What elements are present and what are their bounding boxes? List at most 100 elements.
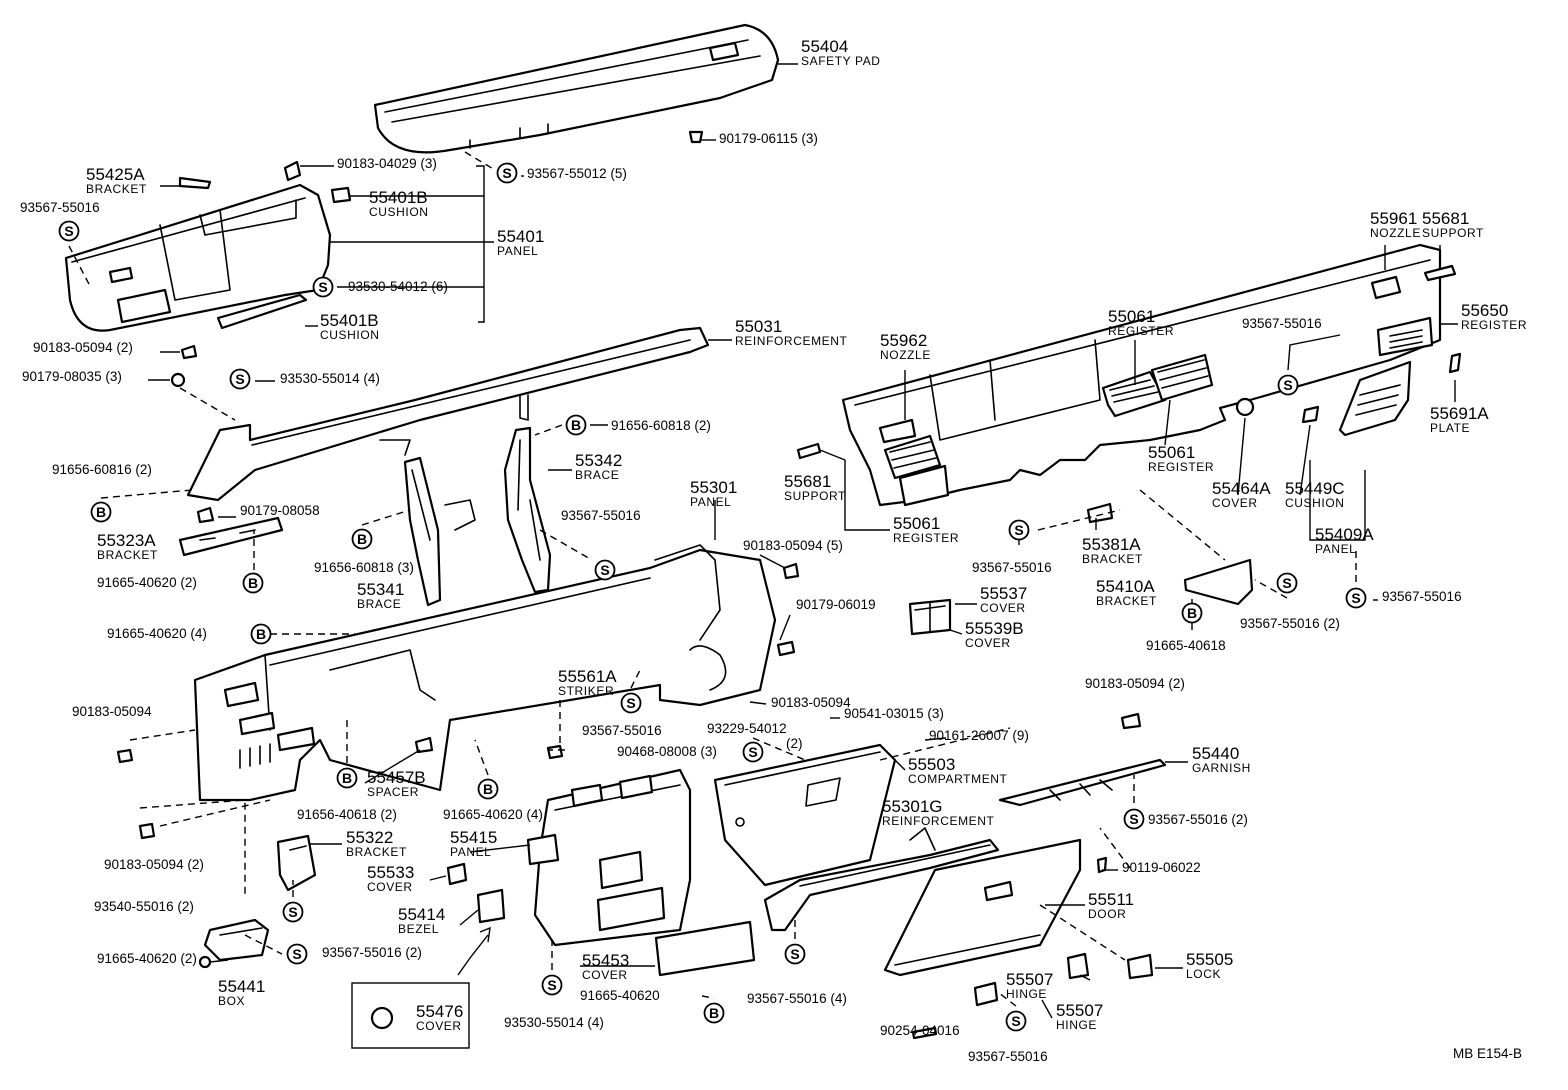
part-name: PANEL <box>450 845 491 859</box>
part-name: LOCK <box>1186 967 1221 981</box>
part-number: 55505 <box>1186 950 1233 969</box>
part-number: 55507 <box>1056 1001 1103 1020</box>
fastener-f9353054012: 93530-54012 (6) <box>348 279 448 294</box>
part-number: 55650 <box>1461 301 1508 320</box>
fastener-f9165660816: 91656-60816 (2) <box>52 462 152 477</box>
part-name: COVER <box>582 968 628 982</box>
part-number: 55414 <box>398 905 445 924</box>
fastener-f9018304029: 90183-04029 (3) <box>337 156 437 171</box>
symbol-circle <box>1276 572 1298 594</box>
fastener-f9356755016_a: 93567-55016 <box>20 200 100 215</box>
symbol-s17: S <box>742 741 764 763</box>
part-number: 55410A <box>1096 577 1155 596</box>
symbol-circle <box>1345 587 1367 609</box>
part-number: 55507 <box>1006 970 1053 989</box>
fastener-f9017906115: 90179-06115 (3) <box>719 131 818 146</box>
part-name: PANEL <box>497 244 538 258</box>
part-name: BRACKET <box>97 548 158 562</box>
part-number: 55681 <box>784 472 831 491</box>
symbol-circle <box>312 276 334 298</box>
fastener-f9016126007: 90161-26007 (9) <box>929 728 1029 743</box>
symbol-s7: B <box>90 501 112 523</box>
symbol-s9: S <box>594 559 616 581</box>
part-number: 55464A <box>1212 479 1271 498</box>
panel-55401-drawing <box>64 160 352 388</box>
part-name: BRACKET <box>1096 594 1157 608</box>
part-name: NOZZLE <box>880 348 931 362</box>
fastener-f9018305094_a: 90183-05094 (2) <box>33 340 133 355</box>
symbol-circle <box>250 623 272 645</box>
symbol-circle <box>703 1002 725 1024</box>
part-name: SUPPORT <box>784 489 846 503</box>
part-name: COVER <box>965 636 1011 650</box>
fastener-f9166540618: 91665-40618 <box>1146 638 1226 653</box>
symbol-s13: S <box>1345 587 1367 609</box>
symbol-circle <box>784 943 806 965</box>
symbol-s19: B <box>477 778 499 800</box>
reinforcement-55301g-drawing <box>763 827 1000 932</box>
part-number: 55401B <box>369 188 428 207</box>
fastener-f9356755016_f: 93567-55016 (2) <box>1240 616 1340 631</box>
symbol-s18: B <box>336 767 358 789</box>
part-name: CUSHION <box>1285 496 1345 510</box>
fastener-f9354055016: 93540-55016 (2) <box>94 899 194 914</box>
part-name: COVER <box>980 601 1026 615</box>
fastener-f9054103015: 90541-03015 (3) <box>844 706 944 721</box>
symbol-circle <box>594 559 616 581</box>
part-name: PANEL <box>1315 542 1356 556</box>
symbol-letter: S <box>292 946 301 962</box>
fastener-f9046808008: 90468-08008 (3) <box>617 744 717 759</box>
symbol-circle <box>565 414 587 436</box>
part-name: REGISTER <box>1148 460 1214 474</box>
part-number: 55415 <box>450 828 497 847</box>
part-name: HINGE <box>1006 987 1047 1001</box>
fastener-f9356755016_g: 93567-55016 <box>582 723 662 738</box>
symbol-letter: S <box>1014 522 1023 538</box>
part-name: SUPPORT <box>1422 226 1484 240</box>
part-name: COVER <box>367 880 413 894</box>
part-number: 55539B <box>965 619 1024 638</box>
symbol-letter: S <box>1129 811 1138 827</box>
symbol-s22: S <box>286 943 308 965</box>
part-number: 55322 <box>346 828 393 847</box>
fastener-f9011906022: 90119-06022 <box>1122 860 1201 875</box>
lower-left-parts-drawing <box>198 834 317 969</box>
part-name: COVER <box>1212 496 1258 510</box>
symbol-circle <box>1181 602 1203 624</box>
symbol-circle <box>351 528 373 550</box>
part-number: 55061 <box>1108 307 1155 326</box>
symbol-s11: B <box>242 572 264 594</box>
part-name: DOOR <box>1088 907 1126 921</box>
fastener-f9356755016_i: 93567-55016 (2) <box>322 945 422 960</box>
part-name: GARNISH <box>1192 761 1251 775</box>
symbol-s14: B <box>1181 602 1203 624</box>
fastener-f9166540620_a: 91665-40620 (2) <box>97 575 197 590</box>
fastener-f9165660818_a: 91656-60818 (2) <box>611 418 711 433</box>
part-name: BRACKET <box>346 845 407 859</box>
symbol-s4: S <box>229 368 251 390</box>
symbol-circle <box>1277 374 1299 396</box>
symbol-letter: B <box>342 770 352 786</box>
part-name: CUSHION <box>320 328 380 342</box>
fastener-f9322954012: 93229-54012 <box>707 721 787 736</box>
symbol-letter: B <box>248 575 258 591</box>
compartment-drawing <box>713 743 897 887</box>
part-number: 55401B <box>320 311 379 330</box>
part-name: BEZEL <box>398 922 439 936</box>
symbol-circle <box>242 572 264 594</box>
